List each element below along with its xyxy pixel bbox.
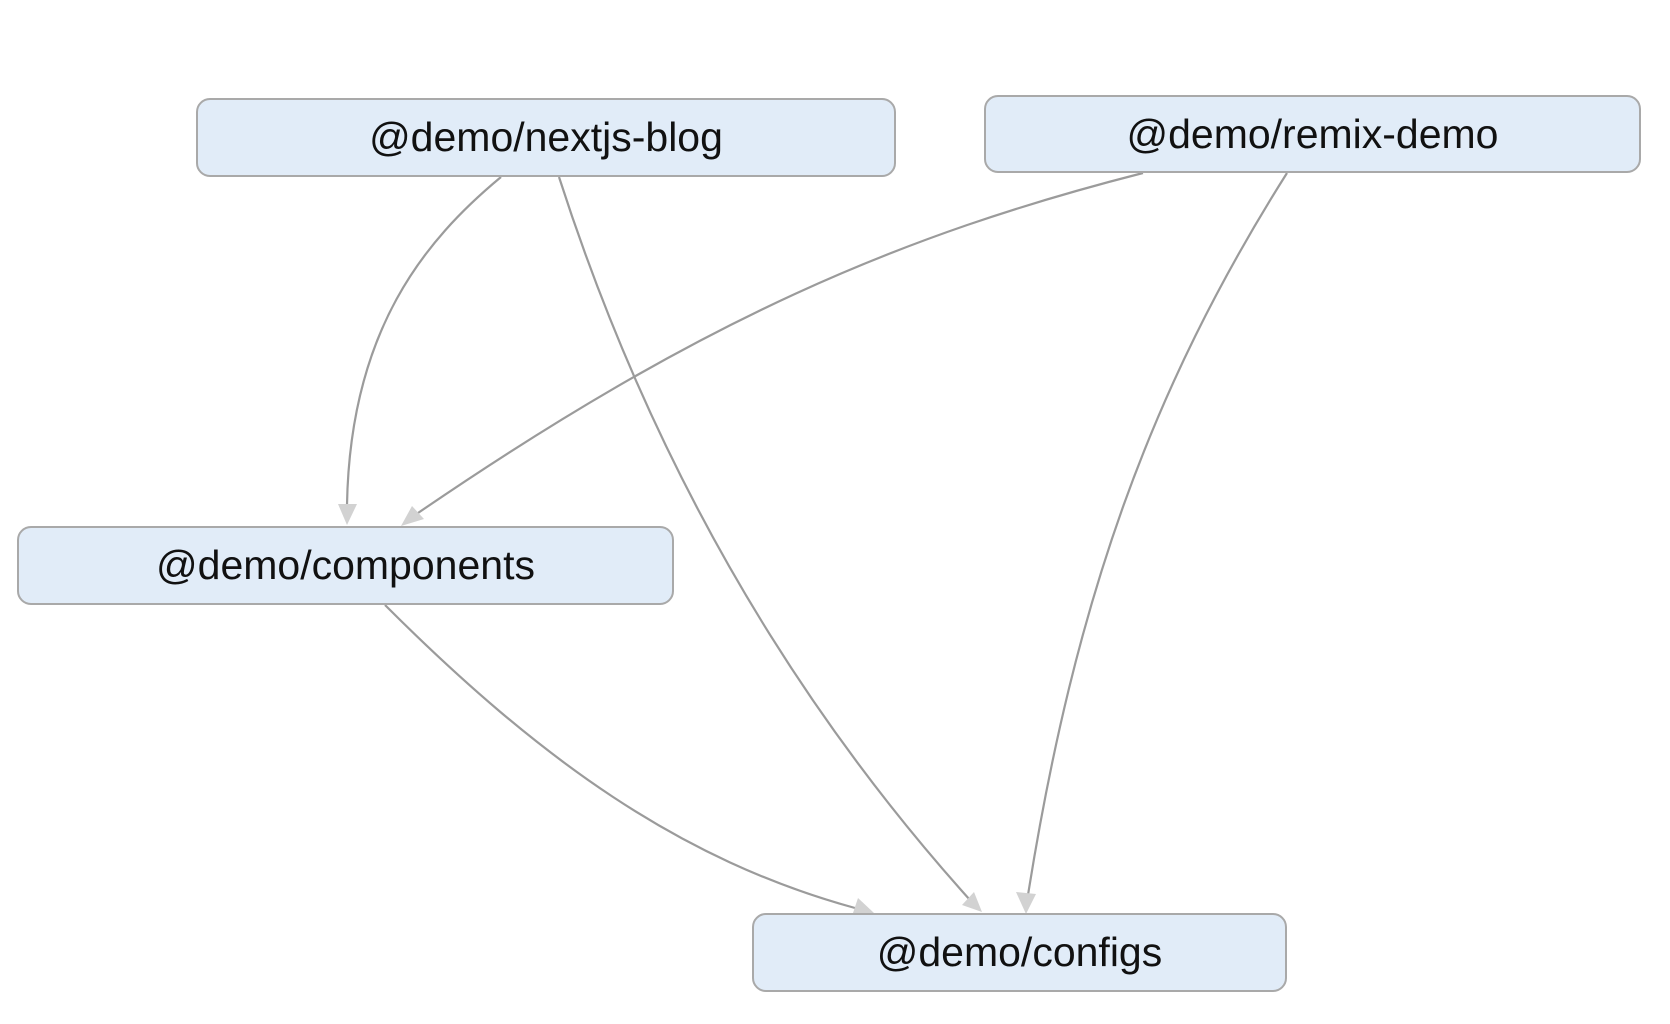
node-nextjs-blog[interactable]: @demo/nextjs-blog	[196, 98, 896, 177]
arrowhead-nextjs-blog-to-configs-icon	[962, 892, 982, 912]
arrowhead-remix-demo-to-configs-icon	[1016, 892, 1036, 914]
edge-nextjs-blog-to-configs	[557, 176, 971, 901]
node-components[interactable]: @demo/components	[17, 526, 674, 605]
edge-remix-demo-to-components	[417, 171, 1144, 514]
edge-components-to-configs	[384, 604, 856, 910]
arrowhead-nextjs-blog-to-components-icon	[338, 504, 357, 525]
edge-remix-demo-to-configs	[1026, 172, 1288, 896]
arrowhead-remix-demo-to-components-icon	[401, 506, 424, 526]
arrowhead-components-to-configs-icon	[852, 898, 874, 916]
node-configs[interactable]: @demo/configs	[752, 913, 1287, 992]
edge-nextjs-blog-to-components	[345, 176, 502, 506]
node-remix-demo[interactable]: @demo/remix-demo	[984, 95, 1641, 173]
